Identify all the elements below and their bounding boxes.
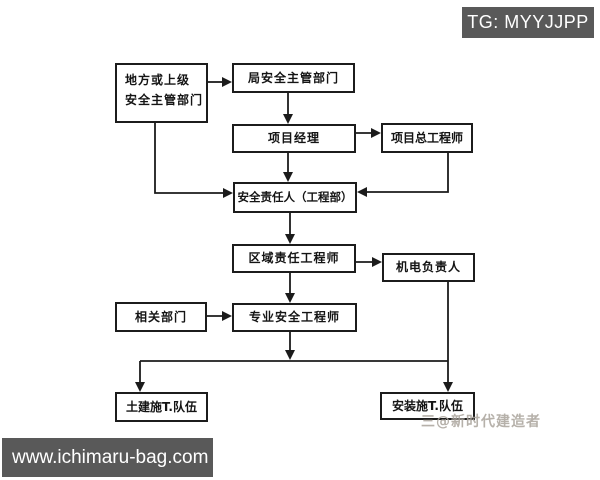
node-bureau-safety-dept: 局安全主管部门 — [232, 63, 355, 93]
node-related-departments: 相关部门 — [115, 302, 207, 332]
node-label: 安全责任人（工程部） — [237, 189, 353, 204]
node-regional-responsible-engineer: 区域责任工程师 — [232, 244, 356, 273]
node-mech-elec-leader: 机电负责人 — [382, 253, 475, 282]
node-local-superior-dept: 地方或上级 安全主管部门 — [115, 63, 208, 123]
node-project-manager: 项目经理 — [232, 124, 356, 153]
site-url-bar: www.ichimaru-bag.com — [2, 438, 213, 477]
node-label: 土建施T.队伍 — [126, 399, 197, 414]
node-label: 专业安全工程师 — [248, 310, 340, 325]
node-project-chief-engineer: 项目总工程师 — [381, 123, 473, 153]
watermark-text: 三@新时代建造者 — [421, 414, 541, 430]
node-professional-safety-engineer: 专业安全工程师 — [232, 303, 357, 332]
node-label: 项目经理 — [267, 131, 320, 146]
node-label: 安装施T.队伍 — [392, 398, 463, 413]
node-installation-construction-team: 安装施T.队伍 — [380, 392, 475, 420]
edge-chief-to-safety — [365, 153, 449, 193]
node-label: 机电负责人 — [395, 260, 461, 275]
node-label: 区域责任工程师 — [248, 251, 340, 266]
node-label: 地方或上级 安全主管部门 — [125, 73, 204, 108]
node-label: 相关部门 — [134, 309, 187, 324]
edge-local-to-safety — [154, 123, 225, 194]
node-label: 局安全主管部门 — [247, 70, 339, 85]
node-civil-construction-team: 土建施T.队伍 — [115, 392, 208, 422]
node-label: 项目总工程师 — [390, 130, 463, 145]
node-safety-responsible-person: 安全责任人（工程部） — [233, 182, 357, 213]
tg-badge: TG: MYYJJPP — [462, 7, 594, 38]
